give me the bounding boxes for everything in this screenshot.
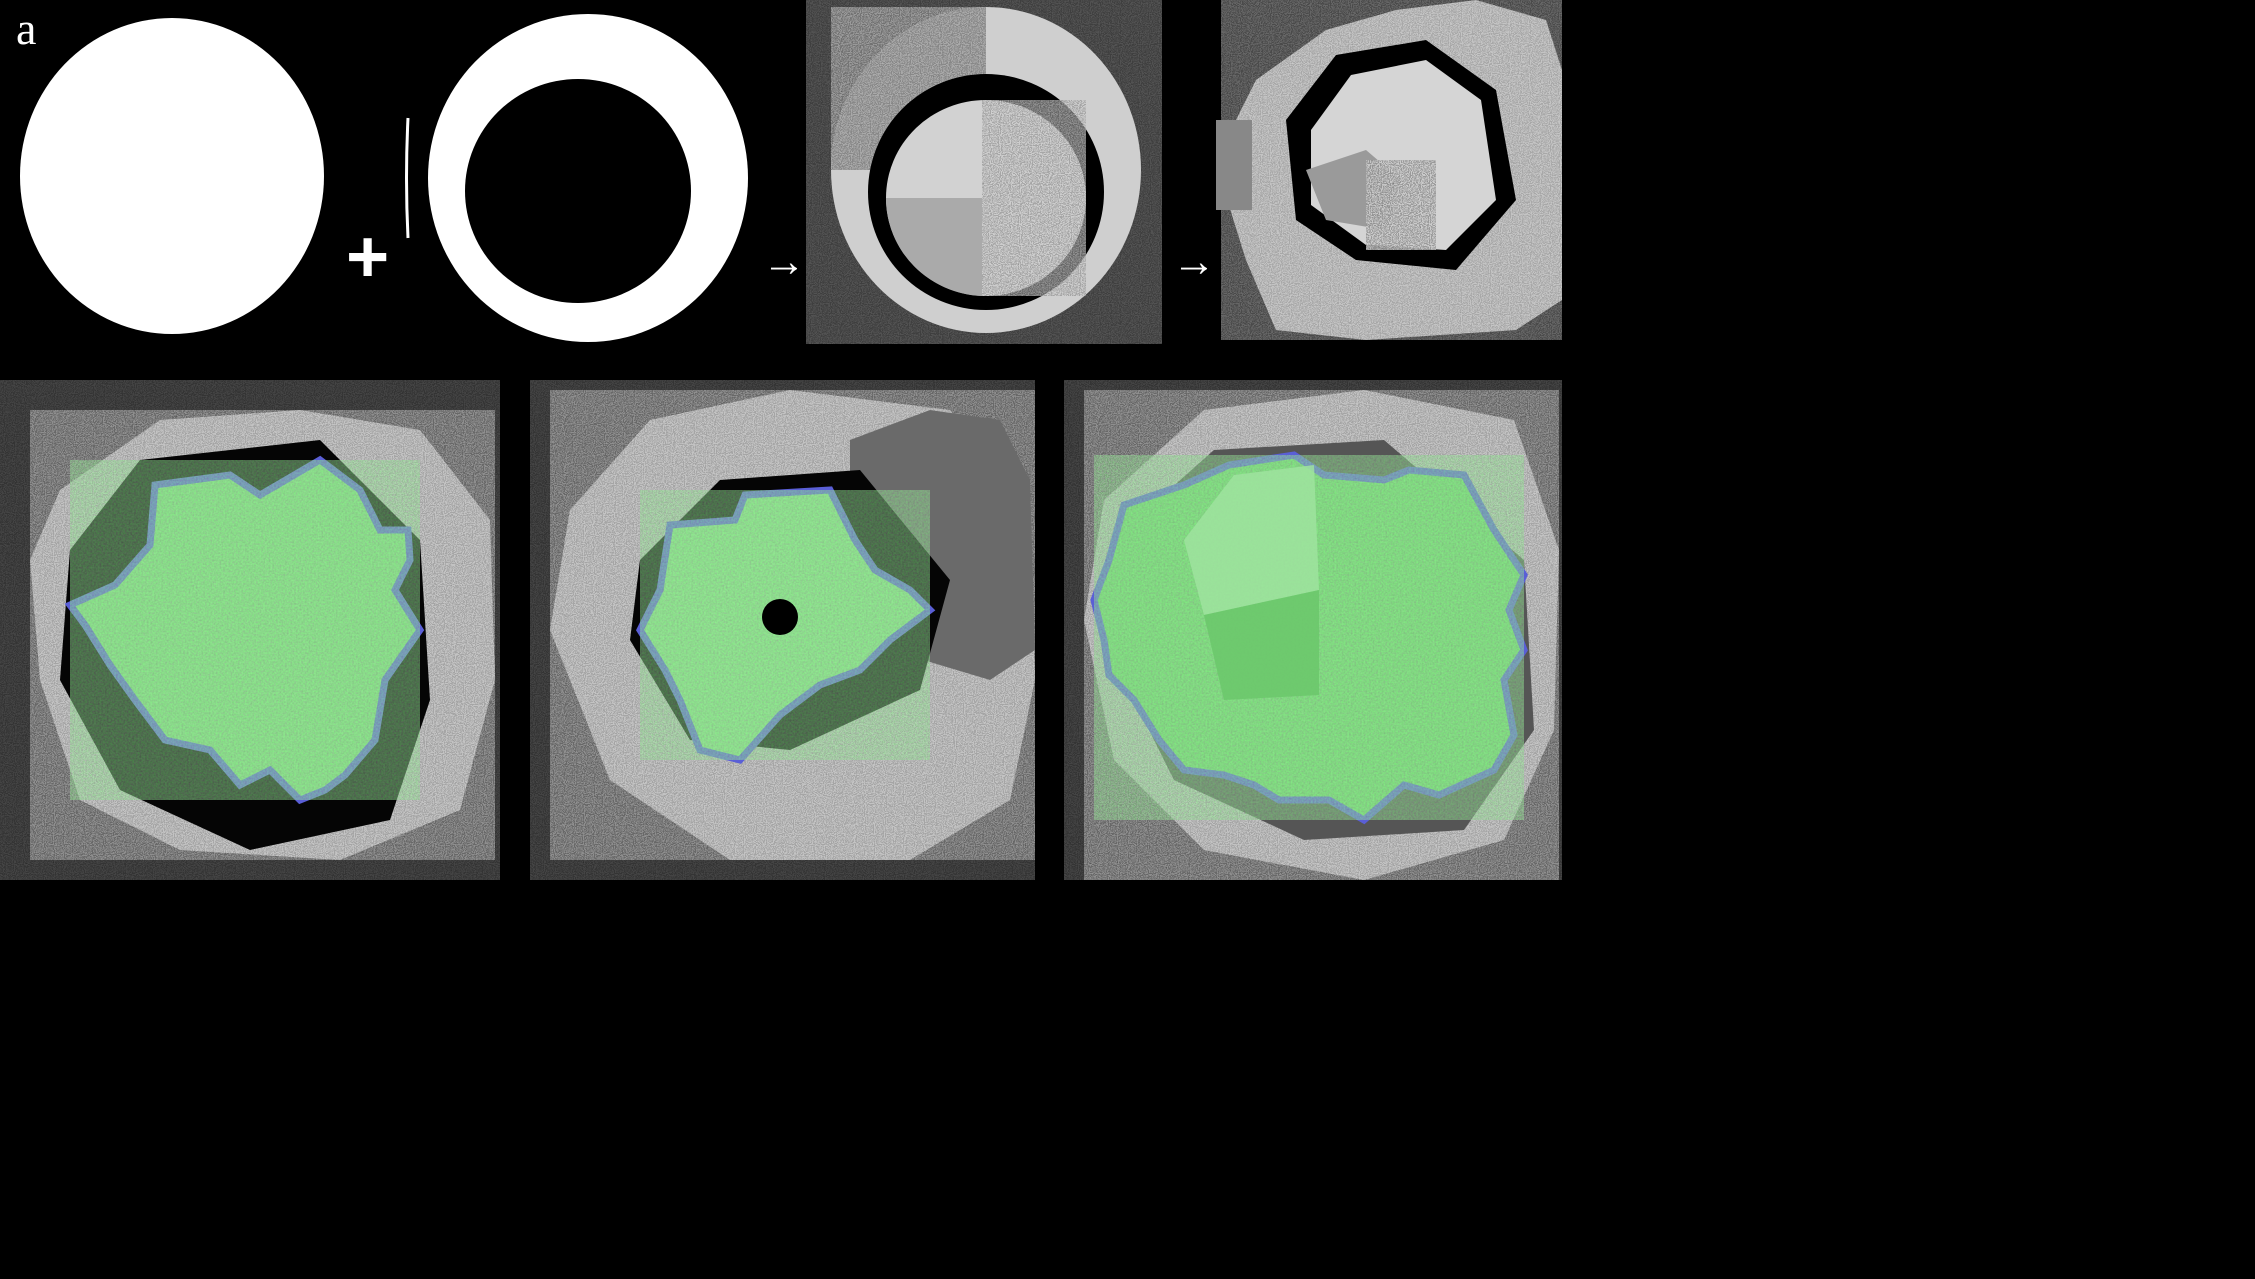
dark-spot [762, 599, 798, 635]
arrow-icon: → [762, 237, 806, 286]
synthetic-warped-image [1216, 0, 1562, 344]
mask-disk-tile [20, 18, 324, 334]
panel-label-a: a [16, 3, 37, 54]
arrow-icon: → [1172, 237, 1216, 286]
mask-disk [20, 18, 324, 334]
segmentation-result-2 [530, 380, 1035, 880]
plus-operator: + [346, 215, 390, 298]
mask-ring-inner [465, 79, 691, 303]
segmentation-result-1 [0, 380, 500, 880]
mask-ring-tile [405, 14, 748, 342]
segmentation-result-3 [1064, 380, 1562, 880]
synthetic-noisy-image [806, 0, 1162, 344]
